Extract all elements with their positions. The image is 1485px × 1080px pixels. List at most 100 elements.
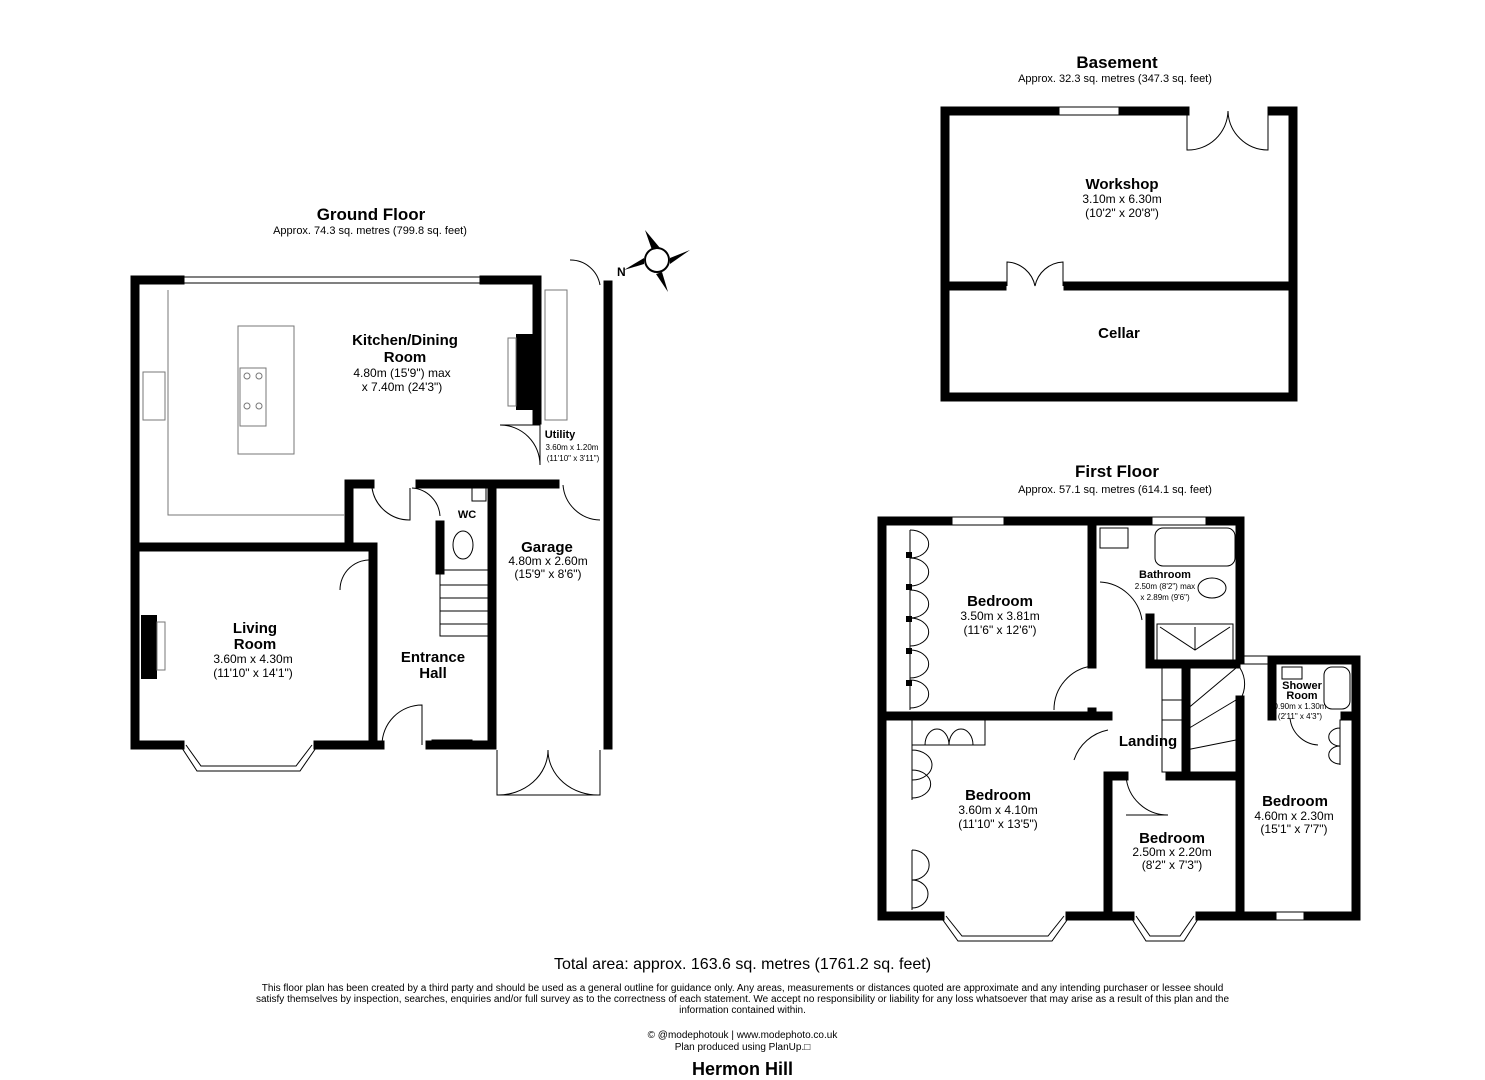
stairs xyxy=(439,569,491,637)
workshop-dimensions-2: (10'2" x 20'8") xyxy=(1085,206,1159,220)
shower-room-label-2: Room xyxy=(1286,690,1317,702)
basin xyxy=(471,486,487,502)
bedroom-1-dimensions: 3.50m x 3.81m xyxy=(960,609,1039,623)
bay-window xyxy=(1135,915,1195,937)
cellar-label: Cellar xyxy=(1098,325,1140,342)
toilet xyxy=(452,530,474,560)
door-swing xyxy=(371,487,411,521)
door-swing xyxy=(1289,717,1319,746)
bedroom-1-dimensions-2: (11'6" x 12'6") xyxy=(964,623,1037,637)
landing-label: Landing xyxy=(1119,733,1177,750)
wall xyxy=(940,106,1298,402)
workshop-dimensions: 3.10m x 6.30m xyxy=(1082,192,1161,206)
shower-room-dimensions-2: (2'11" x 4'3") xyxy=(1278,712,1322,721)
basement-title: Basement xyxy=(1076,53,1158,72)
shower xyxy=(1323,666,1351,710)
kitchen-dimensions-2: x 7.40m (24'3") xyxy=(362,380,443,394)
bedroom-4-dimensions-2: (15'1" x 7'7") xyxy=(1260,822,1327,836)
door-swing xyxy=(562,484,601,521)
living-room-label: Living xyxy=(233,620,277,637)
disclaimer: This floor plan has been created by a th… xyxy=(255,983,1230,1016)
credit: © @modephotouk | www.modephoto.co.uk Pla… xyxy=(0,1030,1485,1054)
window xyxy=(431,739,473,748)
wc-label: WC xyxy=(458,509,476,521)
shower-tray xyxy=(1156,623,1234,661)
first-floor-plan: First Floor Approx. 57.1 sq. metres (614… xyxy=(877,462,1361,942)
bay-window xyxy=(1129,915,1201,942)
front-door xyxy=(381,704,423,746)
sliding-door xyxy=(179,276,485,284)
kitchen-label-2: Room xyxy=(384,349,427,366)
bedroom-3-dimensions: 2.50m x 2.20m xyxy=(1132,845,1211,859)
bedroom-2-dimensions-2: (11'10" x 13'5") xyxy=(958,817,1038,831)
entrance-hall-label: Entrance xyxy=(401,649,465,666)
kitchen-counter xyxy=(167,290,345,516)
double-doors xyxy=(1186,110,1269,151)
bay-window xyxy=(945,915,1065,937)
window xyxy=(1147,516,1211,526)
workshop-label: Workshop xyxy=(1085,176,1158,193)
bay-window xyxy=(179,744,319,772)
wardrobe xyxy=(911,720,933,910)
bay-window xyxy=(185,744,313,767)
bedroom-3-label: Bedroom xyxy=(1139,830,1205,847)
basin xyxy=(1099,527,1129,549)
fireplace xyxy=(141,615,157,679)
window xyxy=(1239,655,1273,665)
wall xyxy=(1145,613,1241,669)
utility-dimensions: 3.60m x 1.20m xyxy=(546,443,599,452)
double-doors xyxy=(1006,261,1064,287)
bedroom-4-dimensions: 4.60m x 2.30m xyxy=(1254,809,1333,823)
produced-by: Plan produced using PlanUp.□ xyxy=(674,1042,811,1053)
ground-floor-title: Ground Floor xyxy=(317,205,426,224)
bathroom-label: Bathroom xyxy=(1139,569,1191,581)
living-room-dimensions-2: (11'10" x 14'1") xyxy=(213,666,293,680)
credit-line: © @modephotouk | www.modephoto.co.uk xyxy=(647,1030,838,1041)
door-swing xyxy=(1099,581,1143,621)
garage-dimensions: 4.80m x 2.60m xyxy=(508,554,587,568)
wardrobe xyxy=(1328,719,1352,765)
window xyxy=(947,516,1009,526)
ground-floor-area: Approx. 74.3 sq. metres (799.8 sq. feet) xyxy=(273,225,467,237)
window xyxy=(1271,911,1309,921)
property-name: Hermon Hill xyxy=(691,1059,793,1079)
door-swing xyxy=(1073,729,1109,761)
bathroom-dimensions: 2.50m (8'2") max xyxy=(1135,582,1195,591)
shower-room-dimensions: 0.90m x 1.30m xyxy=(1274,702,1327,711)
basement-area: Approx. 32.3 sq. metres (347.3 sq. feet) xyxy=(1018,73,1212,85)
ground-floor-plan: Ground Floor Approx. 74.3 sq. metres (79… xyxy=(130,205,690,796)
hob xyxy=(239,367,267,427)
kitchen-island xyxy=(237,325,295,455)
compass-icon: N xyxy=(617,230,690,292)
wall xyxy=(479,275,542,425)
total-area: Total area: approx. 163.6 sq. metres (17… xyxy=(553,956,932,973)
chimney-breast xyxy=(516,334,536,410)
shower-room-label: Shower xyxy=(1282,680,1322,692)
wardrobe xyxy=(912,720,986,746)
door-swing xyxy=(499,424,541,466)
basin xyxy=(1281,666,1303,680)
basement-plan: Basement Approx. 32.3 sq. metres (347.3 … xyxy=(940,53,1298,402)
door-swing xyxy=(1125,775,1169,816)
compass-north-label: N xyxy=(617,265,626,279)
utility-counter xyxy=(544,289,568,421)
living-room-dimensions: 3.60m x 4.30m xyxy=(213,652,292,666)
wardrobe-doors xyxy=(909,529,930,709)
door-swing xyxy=(339,559,374,591)
window xyxy=(1054,106,1124,116)
bedroom-3-dimensions-2: (8'2" x 7'3") xyxy=(1142,858,1202,872)
wall xyxy=(1205,516,1245,665)
first-floor-area: Approx. 57.1 sq. metres (614.1 sq. feet) xyxy=(1018,484,1212,496)
door-swing xyxy=(411,487,441,517)
first-floor-title: First Floor xyxy=(1075,462,1159,481)
living-room-label-2: Room xyxy=(234,636,277,653)
door-swing xyxy=(1239,667,1246,701)
door-swing xyxy=(1053,665,1093,711)
bedroom-2-dimensions: 3.60m x 4.10m xyxy=(958,803,1037,817)
bedroom-2-label: Bedroom xyxy=(965,787,1031,804)
kitchen-label: Kitchen/Dining xyxy=(352,332,458,349)
kitchen-dimensions: 4.80m (15'9") max xyxy=(353,366,450,380)
entrance-hall-label-2: Hall xyxy=(419,665,447,682)
bedroom-4-label: Bedroom xyxy=(1262,793,1328,810)
